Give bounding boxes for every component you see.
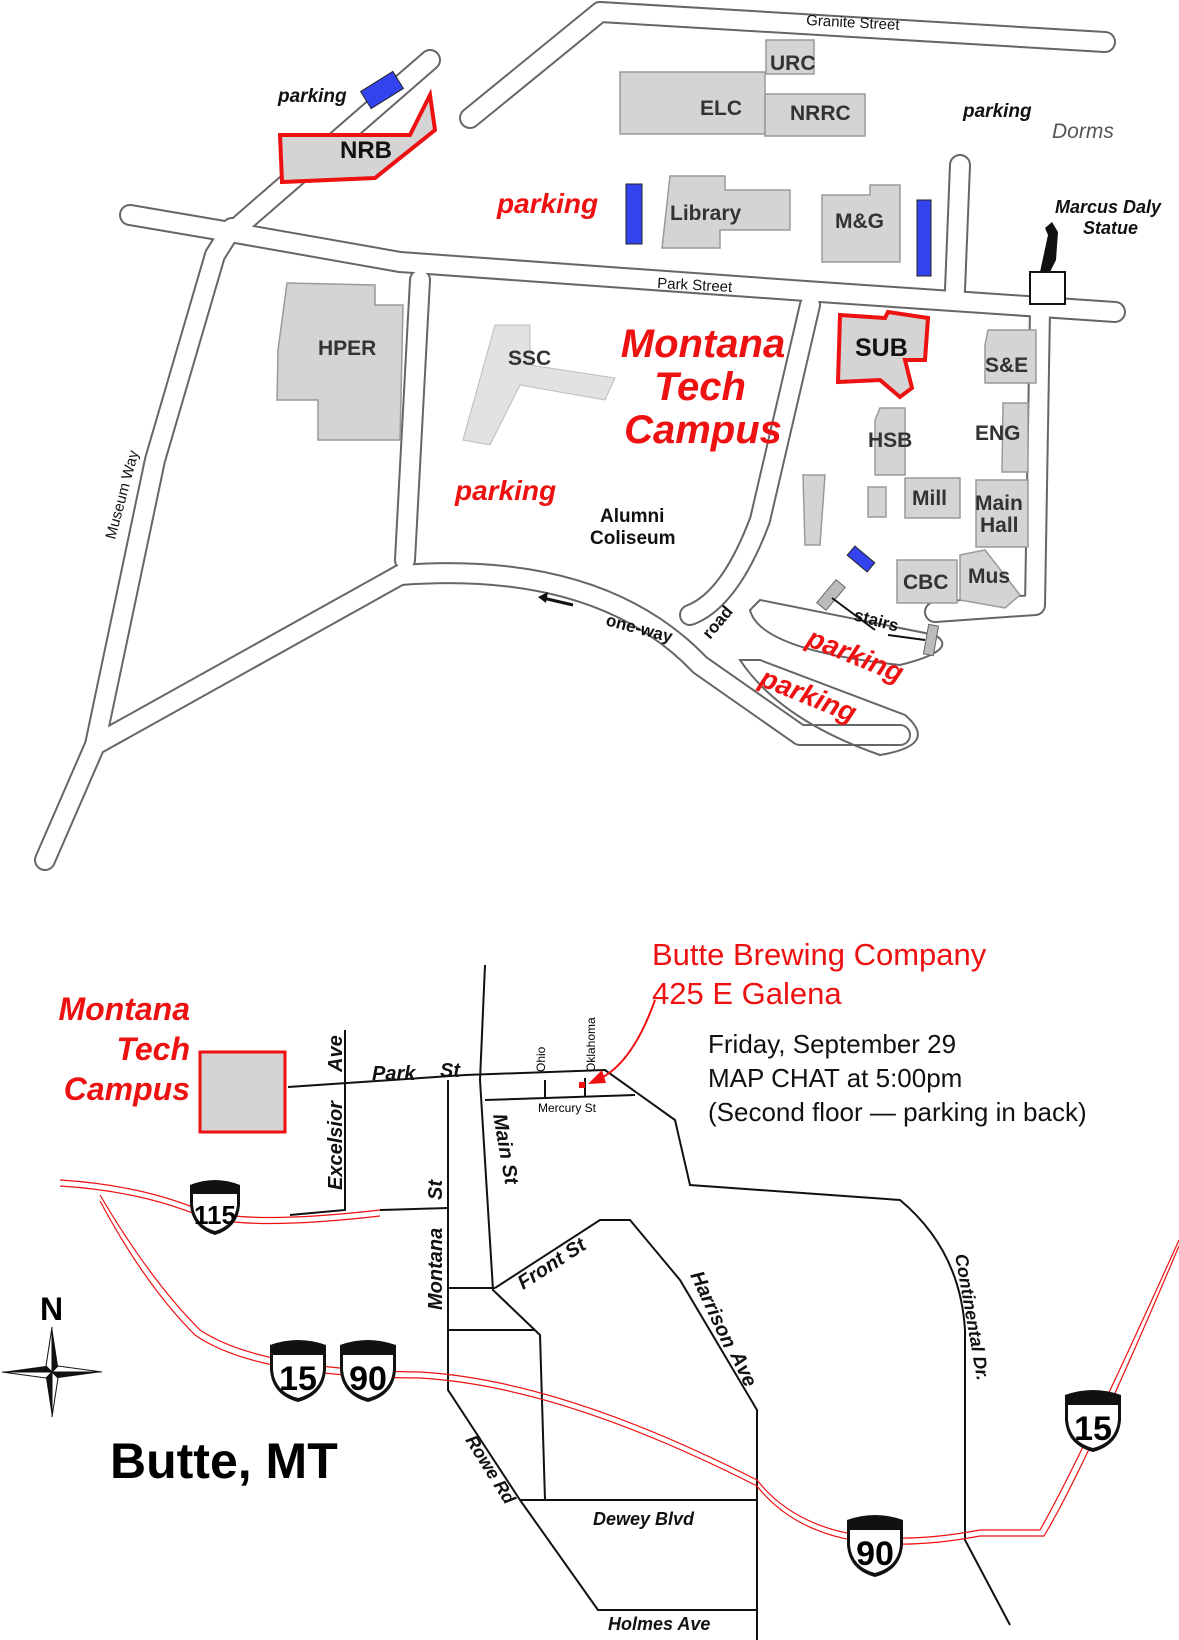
- marcus-daly-statue-icon: [1029, 222, 1066, 305]
- street-mercury: Mercury St: [538, 1101, 597, 1115]
- interstate-highways: [59, 1179, 1179, 1545]
- parking-nrb: parking: [277, 86, 347, 107]
- street-granite: Granite Street: [806, 12, 901, 34]
- city-campus-label-2: Tech: [117, 1031, 191, 1067]
- event-date: Friday, September 29: [708, 1029, 956, 1059]
- shield-number: 15: [1074, 1410, 1112, 1448]
- city-labels: Montana Tech Campus Park St Excelsior Av…: [58, 937, 1086, 1634]
- venue-address: 425 E Galena: [652, 976, 842, 1011]
- street-main: Main St: [488, 1112, 522, 1187]
- shield-number: 115: [194, 1200, 236, 1230]
- building-ssc[interactable]: SSC: [508, 347, 551, 370]
- street-excelsior-ave: Ave: [325, 1035, 347, 1073]
- brewery-marker[interactable]: [579, 1082, 585, 1088]
- campus-buildings: URC ELC NRRC NRB Library M&G HPER SSC SU…: [276, 39, 1066, 657]
- street-harrison-ave: Ave: [725, 1347, 761, 1390]
- event-title: MAP CHAT at 5:00pm: [708, 1063, 962, 1093]
- interstate-90-shield-icon: 90: [847, 1515, 903, 1577]
- building-nrrc[interactable]: NRRC: [790, 102, 851, 125]
- campus-location-box: [198, 1050, 287, 1134]
- street-park: Park Street: [657, 275, 734, 296]
- parking-dorms: parking: [962, 101, 1032, 122]
- north-arrow-icon: N: [1, 1291, 103, 1418]
- building-main-hall-2: Hall: [980, 514, 1019, 537]
- campus-title-2: Tech: [654, 365, 746, 409]
- label-dorms: Dorms: [1052, 120, 1114, 143]
- building-eng[interactable]: ENG: [975, 422, 1021, 445]
- label-alumni-coliseum-2: Coliseum: [590, 528, 676, 549]
- street-excelsior: Excelsior: [325, 1100, 347, 1190]
- building-mus[interactable]: Mus: [968, 565, 1010, 588]
- street-continental: Continental Dr.: [951, 1252, 993, 1382]
- shield-number: 90: [349, 1360, 387, 1398]
- interstate-90-shield-icon: 90: [340, 1340, 396, 1402]
- shield-number: 15: [279, 1360, 317, 1398]
- campus-title: Montana: [621, 322, 785, 366]
- building-nrb-outline: [277, 88, 438, 185]
- street-dewey: Dewey Blvd: [593, 1509, 695, 1529]
- building-library[interactable]: Library: [670, 202, 742, 225]
- building-nrb[interactable]: NRB: [340, 137, 392, 164]
- interstate-115-shield-icon: 115: [190, 1180, 240, 1235]
- street-oklahoma: Oklahoma: [584, 1017, 598, 1072]
- building-se[interactable]: S&E: [985, 354, 1028, 377]
- street-park-st: Park: [372, 1063, 416, 1085]
- interstate-15-shield-icon: 15: [1065, 1390, 1121, 1452]
- building-urc[interactable]: URC: [770, 52, 816, 75]
- building-cbc[interactable]: CBC: [903, 571, 949, 594]
- accessible-parking: [916, 199, 932, 277]
- street-harrison: Harrison: [685, 1268, 740, 1352]
- campus-title-3: Campus: [624, 408, 782, 452]
- accessible-parking: [625, 183, 643, 245]
- parking-coliseum: parking: [454, 475, 556, 506]
- label-statue-2: Statue: [1083, 218, 1138, 238]
- building-elc[interactable]: ELC: [700, 97, 742, 120]
- street-montana: Montana: [425, 1228, 447, 1310]
- shield-number: 90: [856, 1535, 894, 1573]
- street-montana-st: St: [425, 1179, 447, 1200]
- street-park-st-2: St: [440, 1060, 461, 1082]
- street-rowe: Rowe Rd: [462, 1432, 520, 1509]
- campus-roads: [34, 1, 1126, 871]
- accessible-parking: [359, 70, 405, 110]
- label-statue: Marcus Daly: [1055, 197, 1162, 217]
- building-mg[interactable]: M&G: [835, 210, 884, 233]
- street-ohio: Ohio: [534, 1046, 548, 1072]
- north-label: N: [40, 1291, 63, 1327]
- city-campus-label-3: Campus: [64, 1071, 190, 1107]
- city-campus-label: Montana: [58, 991, 190, 1027]
- place-title: Butte, MT: [110, 1433, 338, 1489]
- building-hsb[interactable]: HSB: [868, 429, 912, 452]
- accessible-parking: [846, 545, 876, 573]
- street-holmes: Holmes Ave: [608, 1614, 710, 1634]
- label-alumni-coliseum: Alumni: [600, 506, 664, 527]
- campus-labels: Granite Street Park Street Museum Way on…: [102, 12, 1162, 728]
- city-roads: [287, 964, 1011, 1640]
- interstate-15-shield-icon: 15: [270, 1340, 326, 1402]
- building-sub[interactable]: SUB: [855, 334, 908, 362]
- building-hper[interactable]: HPER: [318, 337, 376, 360]
- venue-name: Butte Brewing Company: [652, 937, 987, 972]
- building-main-hall[interactable]: Main: [975, 492, 1023, 515]
- label-stairs: stairs: [852, 606, 901, 636]
- event-note: (Second floor — parking in back): [708, 1097, 1087, 1127]
- building-mill[interactable]: Mill: [912, 487, 947, 510]
- parking-main: parking: [496, 188, 598, 219]
- street-front: Front St: [514, 1233, 591, 1294]
